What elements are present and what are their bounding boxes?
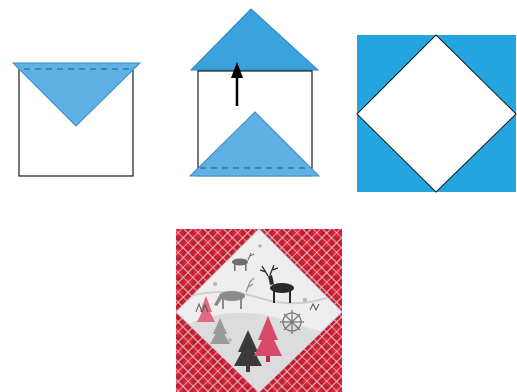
step-3-square-in-a-square-block bbox=[357, 35, 516, 192]
step-2-square-with-two-triangles bbox=[190, 9, 319, 176]
step-1-square-with-folded-triangle bbox=[13, 63, 140, 176]
step-2-top-triangle bbox=[191, 9, 318, 70]
step-4-fabric-block-photo bbox=[176, 229, 343, 392]
